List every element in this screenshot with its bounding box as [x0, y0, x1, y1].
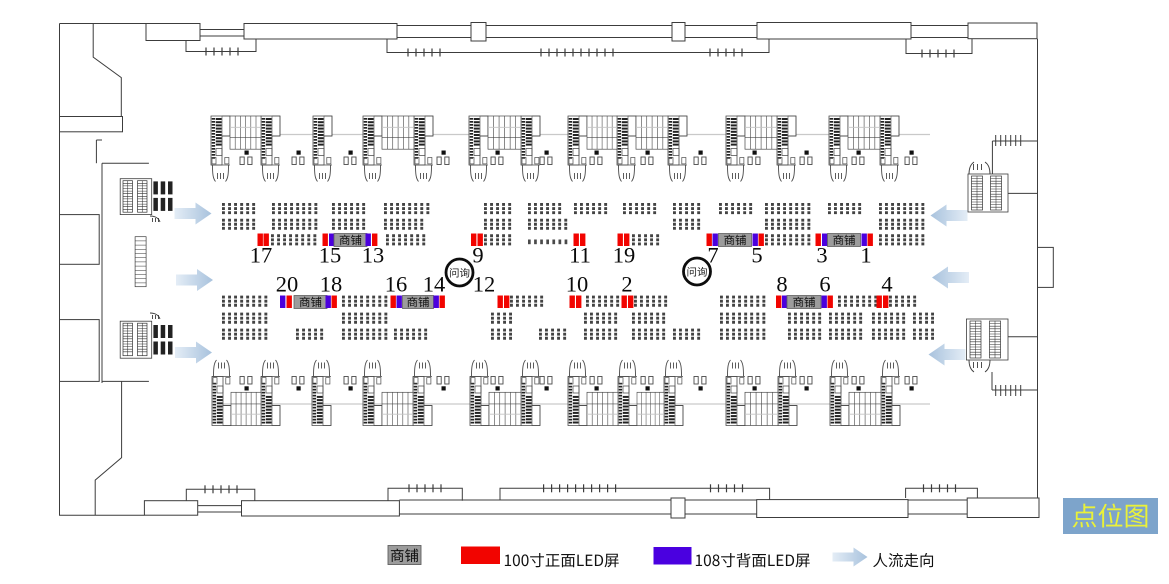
svg-text:20: 20 — [276, 272, 299, 297]
svg-text:1: 1 — [860, 243, 871, 268]
svg-text:5: 5 — [751, 243, 762, 268]
svg-text:9: 9 — [472, 243, 483, 268]
svg-text:6: 6 — [819, 272, 830, 297]
svg-text:13: 13 — [362, 243, 385, 268]
svg-text:16: 16 — [385, 272, 408, 297]
svg-text:7: 7 — [707, 243, 718, 268]
svg-text:17: 17 — [250, 243, 273, 268]
svg-text:12: 12 — [473, 272, 496, 297]
svg-text:18: 18 — [320, 272, 343, 297]
svg-text:19: 19 — [613, 243, 636, 268]
svg-text:11: 11 — [569, 243, 591, 268]
svg-text:15: 15 — [319, 243, 342, 268]
svg-text:10: 10 — [566, 272, 589, 297]
svg-text:2: 2 — [621, 272, 632, 297]
svg-text:14: 14 — [423, 272, 446, 297]
svg-text:8: 8 — [776, 272, 787, 297]
svg-text:3: 3 — [816, 243, 827, 268]
svg-text:4: 4 — [881, 272, 892, 297]
